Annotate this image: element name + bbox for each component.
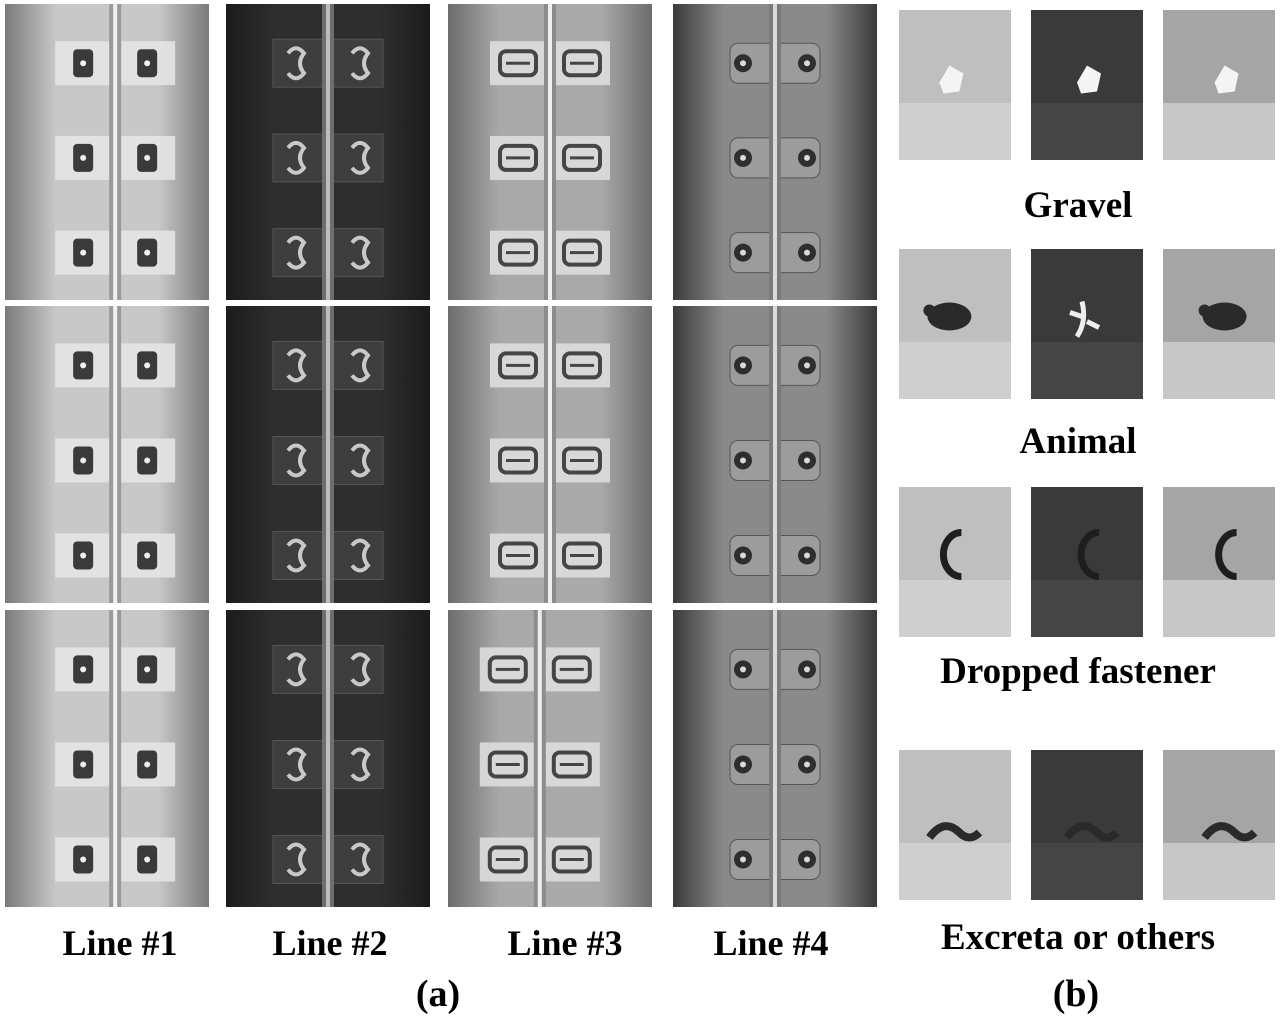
- line-3-track-image-3: [448, 610, 652, 907]
- fastener-sample-image-3: [1163, 487, 1275, 637]
- excreta-sample-image-2: [1031, 750, 1143, 900]
- animal-sample-image-3: [1163, 249, 1275, 399]
- fastener-sample-image-2: [1031, 487, 1143, 637]
- line-2-track-image-3: [226, 610, 430, 907]
- line-4-track-image-3: [673, 610, 877, 907]
- line-1-track-image-2: [5, 306, 209, 603]
- line-1-label: Line #1: [62, 923, 178, 963]
- line-4-track-image-2: [673, 306, 877, 603]
- gravel-label: Gravel: [1023, 185, 1133, 226]
- excreta-label: Excreta or others: [941, 917, 1215, 958]
- gravel-sample-image-1: [899, 10, 1011, 160]
- line-3-track-image-2: [448, 306, 652, 603]
- panel-b-label: (b): [1052, 973, 1100, 1015]
- line-1-track-image-3: [5, 610, 209, 907]
- animal-label: Animal: [1019, 421, 1137, 462]
- excreta-sample-image-3: [1163, 750, 1275, 900]
- line-3-track-image-1: [448, 4, 652, 300]
- line-2-track-image-1: [226, 4, 430, 300]
- gravel-sample-image-2: [1031, 10, 1143, 160]
- line-2-track-image-2: [226, 306, 430, 603]
- dropped-fastener-label: Dropped fastener: [940, 651, 1216, 692]
- animal-sample-image-2: [1031, 249, 1143, 399]
- line-4-track-image-1: [673, 4, 877, 300]
- gravel-sample-image-3: [1163, 10, 1275, 160]
- fastener-sample-image-1: [899, 487, 1011, 637]
- excreta-sample-image-1: [899, 750, 1011, 900]
- line-4-label: Line #4: [713, 923, 829, 963]
- animal-sample-image-1: [899, 249, 1011, 399]
- panel-a-label: (a): [415, 973, 461, 1015]
- line-3-label: Line #3: [507, 923, 623, 963]
- line-2-label: Line #2: [272, 923, 388, 963]
- line-1-track-image-1: [5, 4, 209, 300]
